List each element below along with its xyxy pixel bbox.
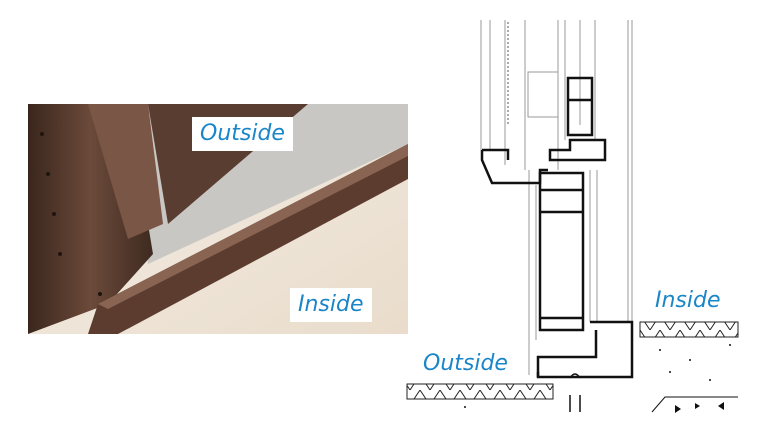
drawing-outside-label: Outside: [423, 351, 508, 376]
photo-outside-label: Outside: [192, 117, 293, 151]
drawing-inside-label: Inside: [655, 288, 721, 313]
threshold-section-drawing: [406, 20, 739, 413]
photo-inside-label: Inside: [290, 288, 372, 322]
